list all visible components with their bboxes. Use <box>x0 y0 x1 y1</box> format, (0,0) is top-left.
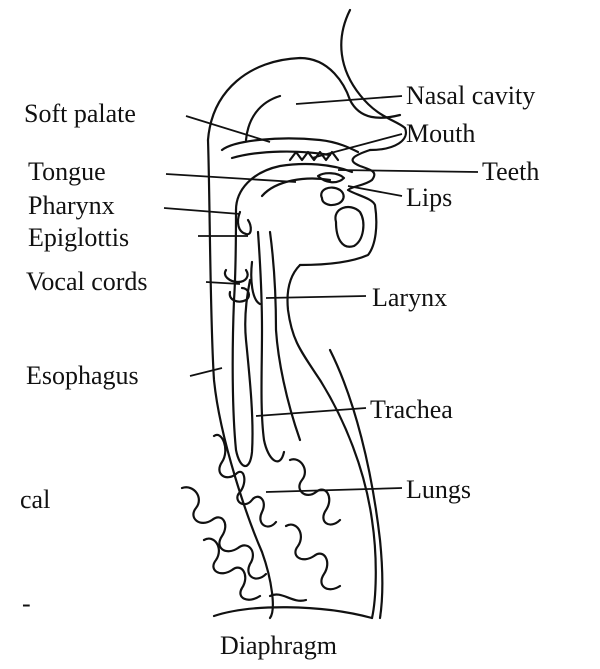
label-esophagus: Esophagus <box>26 361 139 390</box>
label-nasal-cavity: Nasal cavity <box>406 81 535 110</box>
label-vocal-cords: Vocal cords <box>26 267 148 296</box>
label-lips: Lips <box>406 183 452 212</box>
fragment-cal: cal <box>20 485 50 514</box>
label-soft-palate: Soft palate <box>24 99 136 128</box>
label-tongue: Tongue <box>28 157 106 186</box>
label-teeth: Teeth <box>482 157 539 186</box>
label-mouth: Mouth <box>406 119 475 148</box>
diaphragm-curve <box>214 607 372 618</box>
head-outline <box>208 10 406 618</box>
label-lungs: Lungs <box>406 475 471 504</box>
lungs <box>182 435 340 601</box>
labels: Soft palate Nasal cavity Mouth Teeth Ton… <box>20 81 539 660</box>
label-larynx: Larynx <box>372 283 447 312</box>
label-pharynx: Pharynx <box>28 191 115 220</box>
label-trachea: Trachea <box>370 395 453 424</box>
airway <box>225 210 300 466</box>
label-diaphragm: Diaphragm <box>220 631 337 660</box>
label-epiglottis: Epiglottis <box>28 223 129 252</box>
fragment-dash: - <box>22 589 31 618</box>
